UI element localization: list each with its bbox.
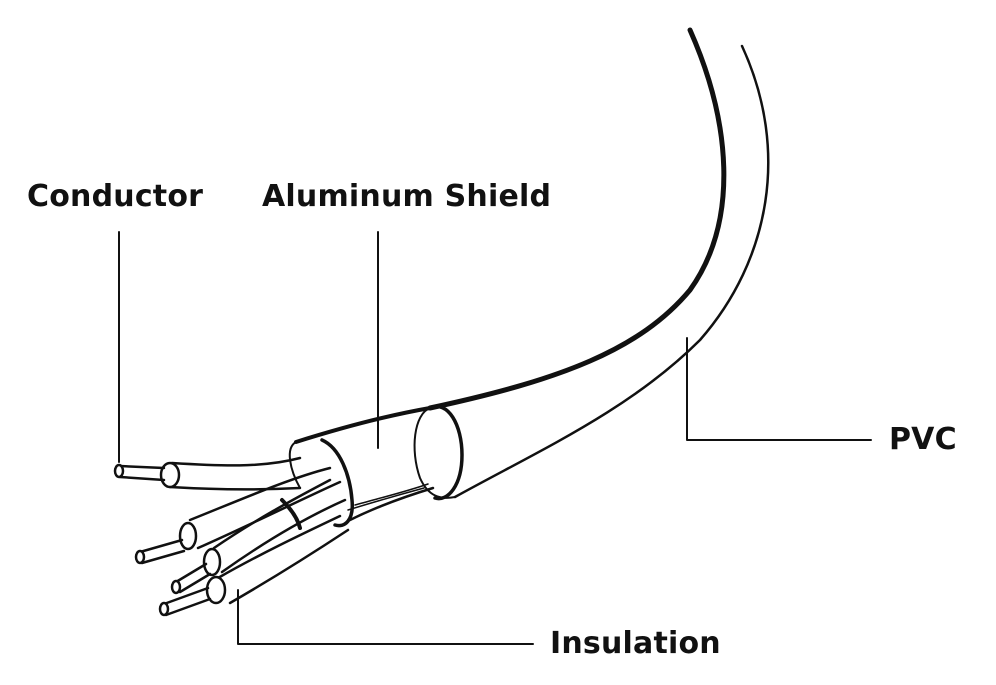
conductor-wire-end-2 xyxy=(170,547,222,595)
conductor-wire-top xyxy=(113,456,302,491)
pvc-label: PVC xyxy=(889,422,957,457)
conductor-label: Conductor xyxy=(27,179,204,214)
conductor-wire-end-3 xyxy=(158,575,227,617)
aluminum-shield-label: Aluminum Shield xyxy=(262,179,552,214)
aluminum-shield xyxy=(288,406,435,528)
twisted-inner-wires xyxy=(188,466,350,605)
leader-line-insulation xyxy=(237,589,534,645)
leader-line-pvc xyxy=(686,337,872,441)
pvc-jacket xyxy=(413,27,770,501)
conductor-wire-end-1 xyxy=(134,521,198,565)
insulation-label: Insulation xyxy=(550,626,721,661)
